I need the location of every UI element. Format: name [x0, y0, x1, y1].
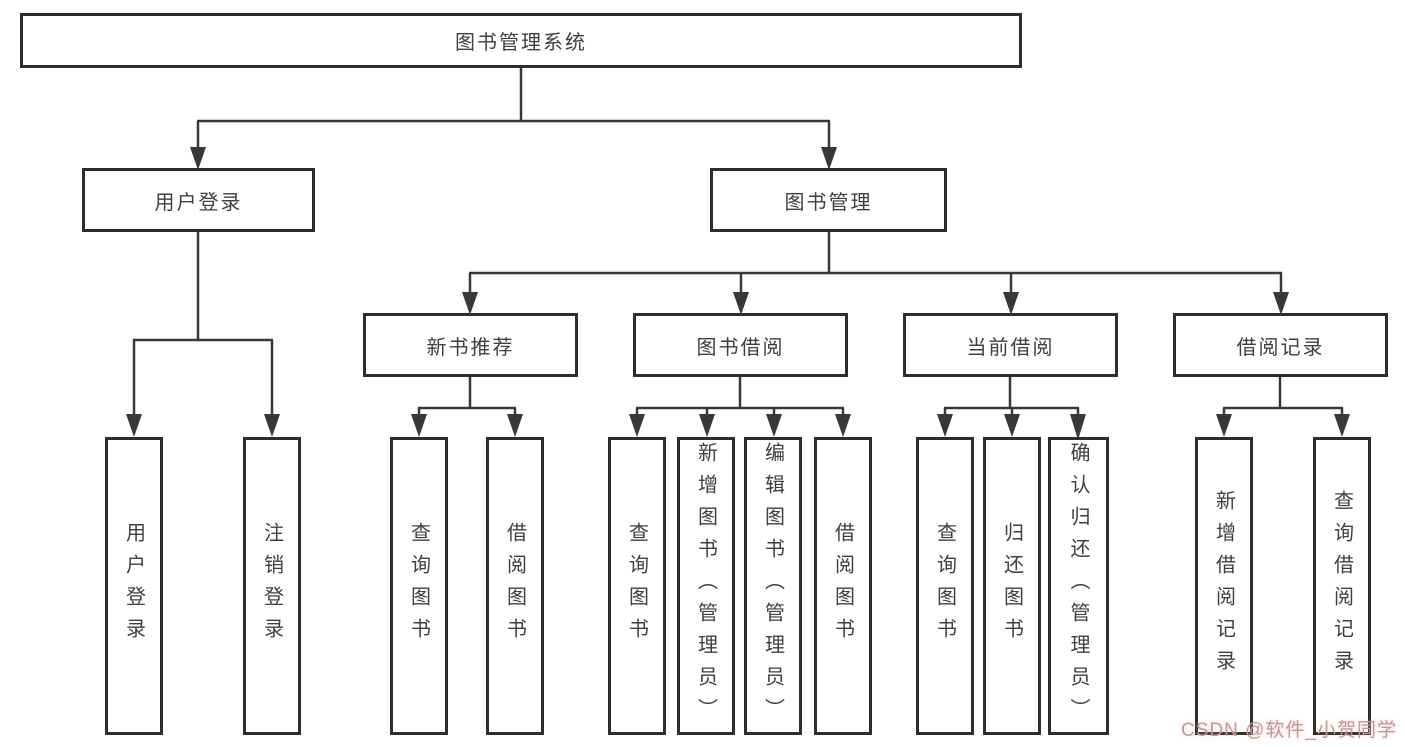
leaf-label: 查询图书 [407, 522, 430, 650]
node-user-login: 用户登录 [82, 168, 315, 232]
leaf-logout: 注销登录 [243, 437, 301, 735]
arrow-down-icon [507, 414, 523, 437]
leaf-return-books: 归还图书 [983, 437, 1041, 735]
leaf-label: 用户登录 [122, 522, 145, 650]
leaf-label: 查询借阅记录 [1330, 490, 1353, 682]
leaf-add-borrow-record: 新增借阅记录 [1195, 437, 1253, 735]
user-login-branch-connector [126, 232, 280, 437]
leaf-label: 借阅图书 [831, 522, 854, 650]
root-to-level2-connector [190, 68, 837, 170]
leaf-query-books-borrow: 查询图书 [608, 437, 666, 735]
leaf-add-book-admin: 新增图书（管理员） [677, 437, 735, 735]
leaf-edit-book-admin: 编辑图书（管理员） [744, 437, 802, 735]
book-borrow-branch-connector [629, 377, 851, 437]
arrow-down-icon [1273, 292, 1289, 315]
leaf-label: 借阅图书 [503, 522, 526, 650]
arrow-down-icon [821, 147, 837, 170]
node-new-book-recommend: 新书推荐 [363, 313, 578, 377]
arrow-down-icon [1003, 292, 1019, 315]
leaf-query-books-recommend: 查询图书 [390, 437, 448, 735]
leaf-user-login: 用户登录 [105, 437, 163, 735]
leaf-label: 查询图书 [625, 522, 648, 650]
node-root: 图书管理系统 [20, 13, 1022, 68]
leaf-label: 编辑图书（管理员） [761, 442, 784, 730]
node-book-borrow: 图书借阅 [633, 313, 848, 377]
node-book-management: 图书管理 [710, 168, 947, 232]
leaf-label: 查询图书 [933, 522, 956, 650]
node-borrow-records: 借阅记录 [1173, 313, 1388, 377]
leaf-label: 新增图书（管理员） [694, 442, 717, 730]
arrow-down-icon [835, 414, 851, 437]
arrow-down-icon [190, 147, 206, 170]
leaf-label: 确认归还（管理员） [1067, 442, 1089, 730]
node-current-borrow: 当前借阅 [903, 313, 1118, 377]
leaf-label: 注销登录 [260, 522, 283, 650]
leaf-query-books-current: 查询图书 [916, 437, 974, 735]
leaf-query-borrow-record: 查询借阅记录 [1313, 437, 1371, 735]
current-borrow-branch-connector [937, 377, 1086, 440]
leaf-borrow-books: 借阅图书 [814, 437, 872, 735]
arrow-down-icon [699, 414, 715, 437]
leaf-borrow-books-recommend: 借阅图书 [486, 437, 544, 735]
arrow-down-icon [766, 414, 782, 437]
leaf-label: 新增借阅记录 [1212, 490, 1235, 682]
borrow-records-branch-connector [1216, 377, 1350, 437]
arrow-down-icon [126, 414, 142, 437]
arrow-down-icon [411, 414, 427, 437]
arrow-down-icon [629, 414, 645, 437]
leaf-label: 归还图书 [1000, 522, 1023, 650]
arrow-down-icon [1216, 414, 1232, 437]
arrow-down-icon [1334, 414, 1350, 437]
leaf-confirm-return-admin: 确认归还（管理员） [1048, 437, 1109, 735]
arrow-down-icon [1004, 414, 1020, 437]
arrow-down-icon [733, 292, 749, 315]
arrow-down-icon [462, 292, 478, 315]
arrow-down-icon [937, 414, 953, 437]
book-management-branch-connector [462, 232, 1289, 315]
new-book-recommend-branch-connector [411, 377, 523, 437]
arrow-down-icon [264, 414, 280, 437]
